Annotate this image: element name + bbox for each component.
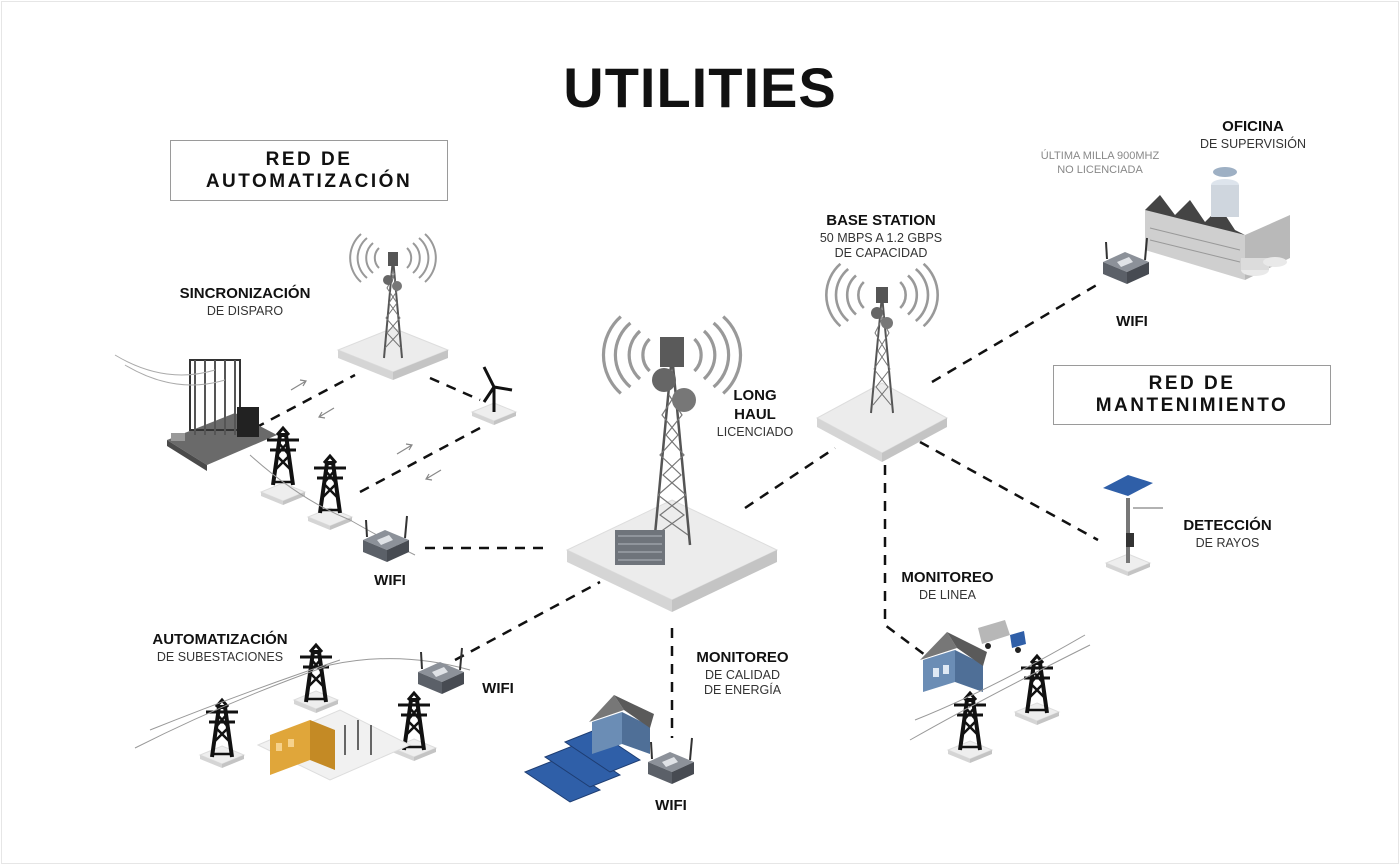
wifi-bottom-heading: WIFI (655, 797, 687, 814)
base-station-sub1: 50 MBPS A 1.2 GBPS (819, 230, 943, 245)
automation-box-line2: AUTOMATIZACIÓN (205, 170, 413, 192)
last-mile-label: ÚLTIMA MILLA 900MHZ NO LICENCIADA (1020, 150, 1180, 178)
wifi-office-heading: WIFI (1116, 313, 1148, 330)
last-mile-line2: NO LICENCIADA (1057, 163, 1143, 176)
sync-sub: DE DISPARO (206, 303, 284, 318)
line-monitoring-heading: MONITOREO (901, 569, 994, 586)
substation-icon (114, 354, 277, 471)
wifi-substations-label: WIFI (458, 680, 538, 699)
office-heading: OFICINA (1222, 118, 1284, 135)
lightning-heading: DETECCIÓN (1183, 517, 1272, 534)
sync-heading: SINCRONIZACIÓN (179, 285, 311, 302)
wifi-substations-heading: WIFI (482, 680, 514, 697)
automation-network-box: RED DE AUTOMATIZACIÓN (170, 140, 448, 201)
house-icon (920, 632, 987, 692)
sync-arrows (290, 379, 442, 481)
wind-turbine-icon (471, 366, 517, 426)
maintenance-box-line2: MANTENIMIENTO (1095, 395, 1289, 416)
office-wifi-router-icon (1102, 237, 1150, 285)
wifi-left-heading: WIFI (374, 572, 406, 589)
solar-panel-icon (523, 729, 642, 803)
substation-automation-scene (134, 643, 471, 781)
long-haul-heading2: HAUL (734, 405, 776, 423)
long-haul-heading1: LONG (733, 387, 777, 404)
sync-radio-tower-icon (337, 327, 449, 381)
base-station-heading: BASE STATION (826, 212, 936, 229)
power-quality-sub1: DE CALIDAD (704, 667, 781, 682)
automation-box-line1: RED DE (265, 148, 353, 170)
line-monitoring-sub: DE LINEA (919, 587, 976, 602)
maintenance-network-box: RED DE MANTENIMIENTO (1053, 365, 1331, 425)
office-label: OFICINA DE SUPERVISIÓN (1183, 118, 1323, 152)
base-station-tower-icon (815, 262, 949, 462)
line-monitoring-label: MONITOREO DE LINEA (880, 569, 1015, 603)
page-title: UTILITIES (563, 56, 837, 119)
office-sub: DE SUPERVISIÓN (1199, 136, 1307, 151)
power-quality-heading: MONITOREO (696, 649, 789, 666)
lightning-sub: DE RAYOS (1195, 535, 1260, 550)
sync-label: SINCRONIZACIÓN DE DISPARO (150, 285, 340, 319)
network-links (254, 281, 1101, 738)
wifi-office-label: WIFI (1092, 313, 1172, 332)
truck-icon (978, 620, 1026, 653)
substations-heading: AUTOMATIZACIÓN (152, 631, 288, 648)
long-haul-sub: LICENCIADO (716, 424, 794, 439)
weather-station-icon (1103, 475, 1163, 577)
last-mile-line1: ÚLTIMA MILLA 900MHZ (1040, 150, 1160, 162)
server-rack-icon (615, 530, 665, 565)
substations-sub: DE SUBESTACIONES (156, 649, 284, 664)
substations-label: AUTOMATIZACIÓN DE SUBESTACIONES (115, 631, 325, 665)
base-station-label: BASE STATION 50 MBPS A 1.2 GBPS DE CAPAC… (800, 212, 962, 262)
power-quality-scene (523, 695, 695, 803)
power-quality-label: MONITOREO DE CALIDAD DE ENERGÍA (680, 649, 805, 699)
factory-icon (1145, 167, 1290, 280)
wifi-left-label: WIFI (350, 572, 430, 591)
lightning-label: DETECCIÓN DE RAYOS (1165, 517, 1290, 551)
wifi-router-icon (362, 515, 410, 563)
wifi-bottom-label: WIFI (631, 797, 711, 816)
base-station-sub2: DE CAPACIDAD (834, 246, 928, 261)
power-quality-wifi-router-icon (647, 737, 695, 785)
long-haul-label: LONG HAUL LICENCIADO (705, 387, 805, 440)
power-quality-sub2: DE ENERGÍA (703, 683, 782, 698)
long-haul-tower-icon (565, 315, 779, 612)
maintenance-box-line1: RED DE (1148, 373, 1236, 395)
line-monitoring-scene (909, 620, 1091, 764)
